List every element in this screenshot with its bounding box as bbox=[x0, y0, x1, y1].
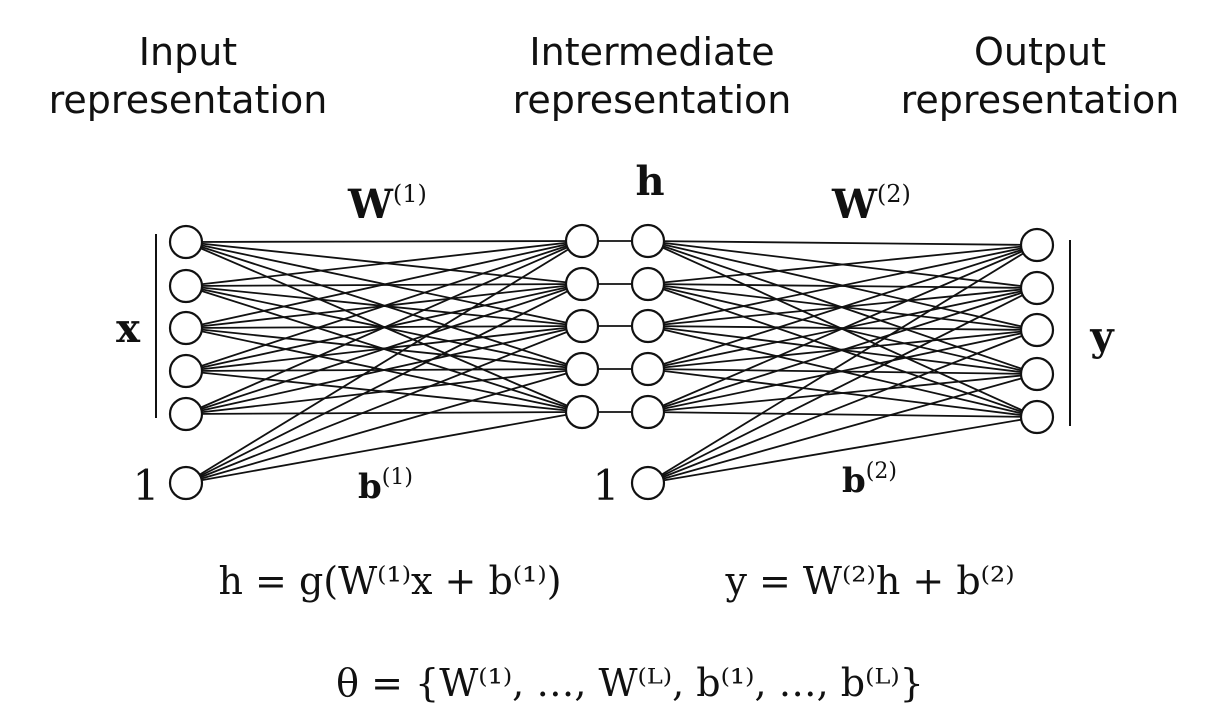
neuron-nodes bbox=[168, 223, 1055, 501]
bias-edge-layer2 bbox=[647, 373, 1038, 484]
weight-edge-layer1 bbox=[185, 283, 583, 415]
input-node bbox=[168, 396, 204, 432]
hidden-preactivation-node bbox=[564, 266, 600, 302]
output-node bbox=[1019, 356, 1055, 392]
weight-edge-layer1 bbox=[185, 325, 583, 415]
hidden-activation-node bbox=[630, 223, 666, 259]
parameters-equation: θ = {W⁽¹⁾, …, W⁽ᴸ⁾, b⁽¹⁾, …, b⁽ᴸ⁾} bbox=[336, 661, 924, 705]
input-header-line-1: Input bbox=[138, 30, 238, 74]
weight-edge-layer1 bbox=[185, 240, 583, 415]
w1-base: W bbox=[347, 181, 394, 228]
weight-edge-layer2 bbox=[647, 329, 1038, 413]
weight-edge-layer1 bbox=[185, 240, 583, 287]
input-node bbox=[168, 224, 204, 260]
weight-edge-layer1 bbox=[185, 240, 583, 329]
hidden-preactivation-node bbox=[564, 394, 600, 430]
output-representation-header: Output representation bbox=[880, 28, 1200, 124]
b1-label: b(1) bbox=[358, 465, 413, 507]
hidden-activation-node bbox=[630, 266, 666, 302]
hidden-preactivation-node bbox=[564, 308, 600, 344]
b1-sup: (1) bbox=[382, 465, 413, 490]
input-header-line-2: representation bbox=[48, 78, 328, 122]
input-representation-header: Input representation bbox=[28, 28, 348, 124]
input-bias-label: 1 bbox=[133, 461, 160, 510]
hidden-preactivation-node bbox=[564, 351, 600, 387]
weight-edge-layer1 bbox=[185, 368, 583, 415]
output-equation: y = W⁽²⁾h + b⁽²⁾ bbox=[724, 559, 1014, 603]
input-node bbox=[168, 268, 204, 304]
hidden-activation-node bbox=[630, 394, 666, 430]
weight-edge-layer2 bbox=[647, 244, 1038, 370]
bias-edge-layer2 bbox=[647, 244, 1038, 484]
bias-edge-layer1 bbox=[185, 240, 583, 484]
connection-edges bbox=[185, 240, 1038, 484]
weight-edge-layer2 bbox=[647, 373, 1038, 413]
output-node bbox=[1019, 270, 1055, 306]
h-label: h bbox=[635, 158, 664, 205]
output-header-line-2: representation bbox=[900, 78, 1180, 122]
bias-edge-layer1 bbox=[185, 325, 583, 484]
weight-edge-layer1 bbox=[185, 411, 583, 415]
bias-edge-layer2 bbox=[647, 329, 1038, 484]
output-header-line-1: Output bbox=[974, 30, 1106, 74]
hidden-activation-node bbox=[630, 351, 666, 387]
weight-edge-layer2 bbox=[647, 411, 1038, 418]
hidden-equation: h = g(W⁽¹⁾x + b⁽¹⁾) bbox=[218, 559, 561, 603]
weight-edge-layer2 bbox=[647, 244, 1038, 413]
hidden-bias-label: 1 bbox=[593, 461, 620, 510]
x-label: x bbox=[116, 305, 141, 352]
intermediate-header-line-2: representation bbox=[512, 78, 792, 122]
output-node bbox=[1019, 227, 1055, 263]
hidden-bias-node bbox=[630, 465, 666, 501]
bias-edge-layer2 bbox=[647, 416, 1038, 484]
bias-edge-layer1 bbox=[185, 368, 583, 484]
weight-edge-layer1 bbox=[185, 240, 583, 243]
y-label: y bbox=[1089, 313, 1115, 360]
b2-base: b bbox=[842, 461, 866, 501]
bias-edge-layer1 bbox=[185, 283, 583, 484]
hidden-activation-node bbox=[630, 308, 666, 344]
input-bias-node bbox=[168, 465, 204, 501]
w2-base: W bbox=[831, 181, 878, 228]
weight-edge-layer2 bbox=[647, 244, 1038, 285]
weight-edge-layer1 bbox=[185, 240, 583, 372]
hidden-preactivation-node bbox=[564, 223, 600, 259]
w1-sup: (1) bbox=[393, 180, 427, 208]
b1-base: b bbox=[358, 467, 382, 507]
weight-edge-layer2 bbox=[647, 240, 1038, 246]
intermediate-header-line-1: Intermediate bbox=[529, 30, 775, 74]
weight-edge-layer2 bbox=[647, 287, 1038, 413]
w2-label: W(2) bbox=[831, 180, 911, 228]
b2-label: b(2) bbox=[842, 459, 897, 501]
output-node bbox=[1019, 399, 1055, 435]
intermediate-representation-header: Intermediate representation bbox=[492, 28, 812, 124]
bias-edge-layer1 bbox=[185, 411, 583, 484]
output-node bbox=[1019, 312, 1055, 348]
weight-edge-layer2 bbox=[647, 244, 1038, 327]
w1-label: W(1) bbox=[347, 180, 427, 228]
input-node bbox=[168, 310, 204, 346]
bias-edge-layer2 bbox=[647, 287, 1038, 484]
input-node bbox=[168, 353, 204, 389]
b2-sup: (2) bbox=[866, 459, 897, 484]
w2-sup: (2) bbox=[877, 180, 911, 208]
